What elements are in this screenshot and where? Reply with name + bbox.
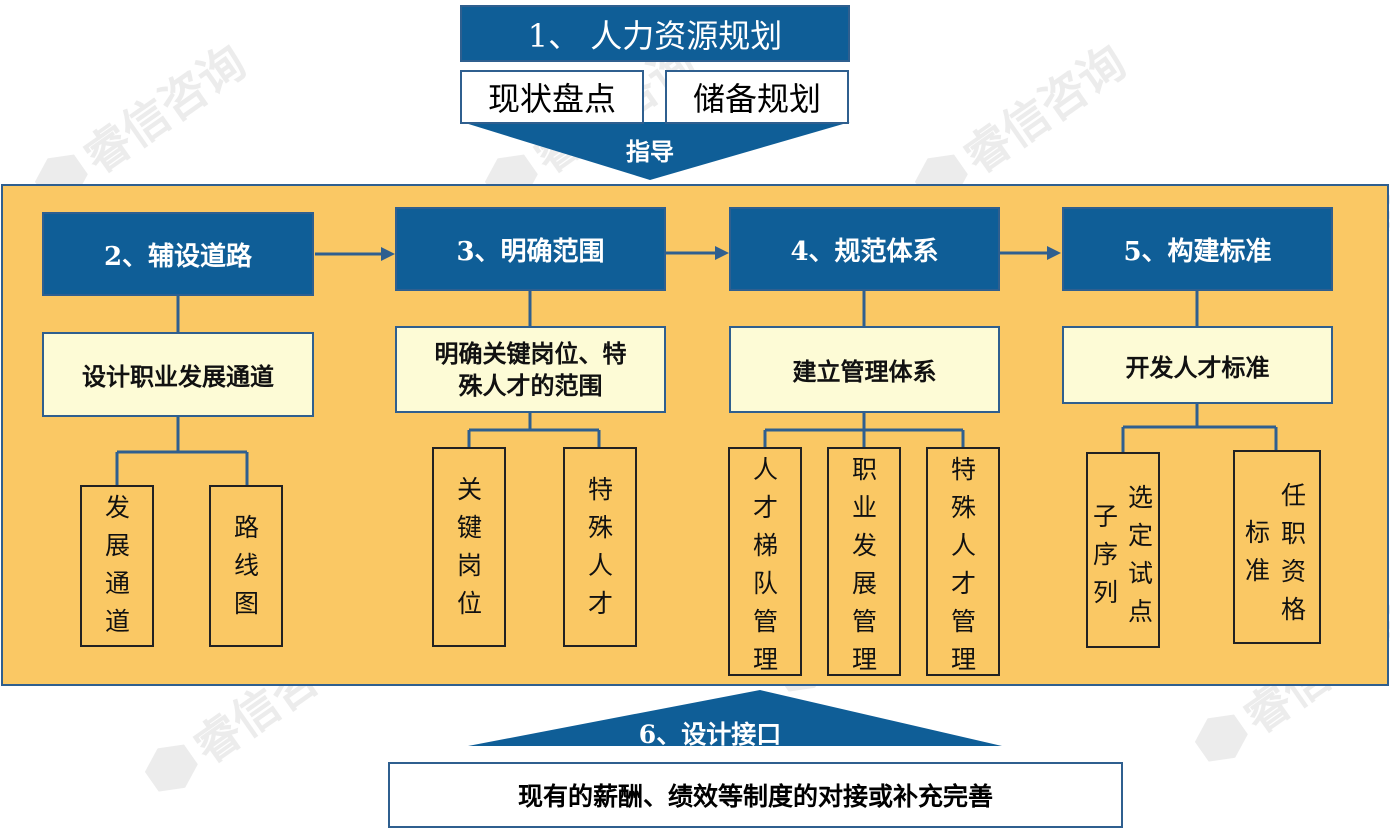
- vertical-text: 职业发展管理: [852, 451, 877, 679]
- char: 人: [951, 531, 977, 560]
- char: 任: [1281, 481, 1307, 510]
- char: 管: [753, 607, 779, 636]
- step2-middle-label: 设计职业发展通道: [82, 362, 274, 391]
- char: 关: [457, 475, 483, 504]
- step2-leaf-roadmap: 路线图: [209, 485, 283, 647]
- char: 理: [852, 645, 878, 674]
- step3-leaf-special-talent: 特殊人才: [563, 447, 637, 647]
- char: 展: [852, 569, 878, 598]
- vertical-text: 关键岗位: [457, 471, 482, 623]
- step4-leaf-talent-pipeline: 人才梯队管理: [728, 447, 802, 676]
- footer-box: 现有的薪酬、绩效等制度的对接或补充完善: [388, 762, 1123, 828]
- vertical-text: 任职资格: [1281, 477, 1306, 629]
- step4-middle-label: 建立管理体系: [792, 357, 937, 386]
- char: 键: [457, 513, 483, 542]
- vertical-text: 特殊人才: [588, 471, 613, 623]
- char: 资: [1281, 557, 1307, 586]
- char: 路: [234, 513, 260, 542]
- step5-title: 5、构建标准: [1123, 236, 1272, 267]
- char: 理: [951, 645, 977, 674]
- step1-header: 1、 人力资源规划: [460, 5, 850, 62]
- step5-header: 5、构建标准: [1062, 207, 1333, 291]
- char: 线: [234, 551, 260, 580]
- guide-label: 指导: [626, 136, 674, 166]
- char: 图: [234, 589, 260, 618]
- char: 人: [753, 455, 779, 484]
- char: 管: [852, 607, 878, 636]
- char: 殊: [951, 493, 977, 522]
- vertical-text: 子序列: [1093, 498, 1118, 612]
- step5-middle-box: 开发人才标准: [1062, 326, 1333, 404]
- sub-box-reserve-planning: 储备规划: [665, 70, 849, 124]
- step3-header: 3、明确范围: [395, 207, 666, 291]
- step3-leaf-key-positions: 关键岗位: [432, 447, 506, 647]
- step1-title: 1、 人力资源规划: [527, 16, 783, 55]
- char: 点: [1128, 597, 1154, 626]
- step4-title: 4、规范体系: [790, 236, 939, 267]
- step3-title: 3、明确范围: [456, 236, 605, 267]
- char: 选: [1128, 483, 1154, 512]
- sub-right-label: 储备规划: [692, 80, 821, 118]
- char: 序: [1093, 540, 1119, 569]
- char: 才: [753, 493, 779, 522]
- char: 标: [1245, 518, 1271, 547]
- char: 试: [1128, 559, 1154, 588]
- char: 列: [1093, 578, 1119, 607]
- step4-leaf-career-development: 职业发展管理: [827, 447, 901, 676]
- step3-middle-line2: 殊人才的范围: [458, 370, 603, 400]
- char: 子: [1093, 502, 1119, 531]
- step4-middle-box: 建立管理体系: [729, 326, 1000, 413]
- vertical-text: 特殊人才管理: [951, 451, 976, 679]
- char: 殊: [588, 513, 614, 542]
- char: 通: [105, 569, 131, 598]
- char: 位: [457, 589, 483, 618]
- step4-header: 4、规范体系: [729, 207, 1000, 291]
- char: 准: [1245, 556, 1271, 585]
- char: 发: [852, 531, 878, 560]
- char: 梯: [753, 531, 779, 560]
- vertical-text: 人才梯队管理: [753, 451, 778, 679]
- step2-header: 2、辅设道路: [42, 212, 314, 296]
- footer-text: 现有的薪酬、绩效等制度的对接或补充完善: [517, 782, 993, 811]
- char: 才: [588, 589, 614, 618]
- char: 理: [753, 645, 779, 674]
- vertical-text: 路线图: [234, 509, 259, 623]
- char: 职: [1281, 519, 1307, 548]
- step4-leaf-special-talent-mgmt: 特殊人才管理: [926, 447, 1000, 676]
- char: 展: [105, 531, 131, 560]
- char: 发: [105, 493, 131, 522]
- char: 才: [951, 569, 977, 598]
- vertical-text: 选定试点: [1128, 479, 1153, 631]
- char: 特: [951, 455, 977, 484]
- step2-leaf-development-channel: 发展通道: [80, 485, 154, 647]
- sub-box-current-status: 现状盘点: [460, 70, 644, 124]
- char: 业: [852, 493, 878, 522]
- char: 管: [951, 607, 977, 636]
- step6-label: 6、设计接口: [638, 720, 782, 749]
- step3-middle-box: 明确关键岗位、特 殊人才的范围: [395, 326, 666, 413]
- char: 特: [588, 475, 614, 504]
- char: 职: [852, 455, 878, 484]
- char: 岗: [457, 551, 483, 580]
- step5-leaf-pilot: 子序列 选定试点: [1086, 452, 1160, 648]
- step2-title: 2、辅设道路: [103, 241, 253, 272]
- step2-middle-box: 设计职业发展通道: [42, 332, 314, 417]
- char: 格: [1281, 595, 1307, 624]
- step3-middle-line1: 明确关键岗位、特: [434, 338, 627, 368]
- char: 道: [105, 607, 131, 636]
- char: 人: [588, 551, 614, 580]
- vertical-text: 发展通道: [105, 489, 130, 641]
- sub-left-label: 现状盘点: [487, 80, 616, 118]
- step5-middle-label: 开发人才标准: [1125, 352, 1270, 382]
- vertical-text: 标准: [1245, 514, 1270, 590]
- char: 队: [753, 569, 779, 598]
- step5-leaf-qualification: 标准 任职资格: [1233, 450, 1321, 644]
- char: 定: [1128, 521, 1154, 550]
